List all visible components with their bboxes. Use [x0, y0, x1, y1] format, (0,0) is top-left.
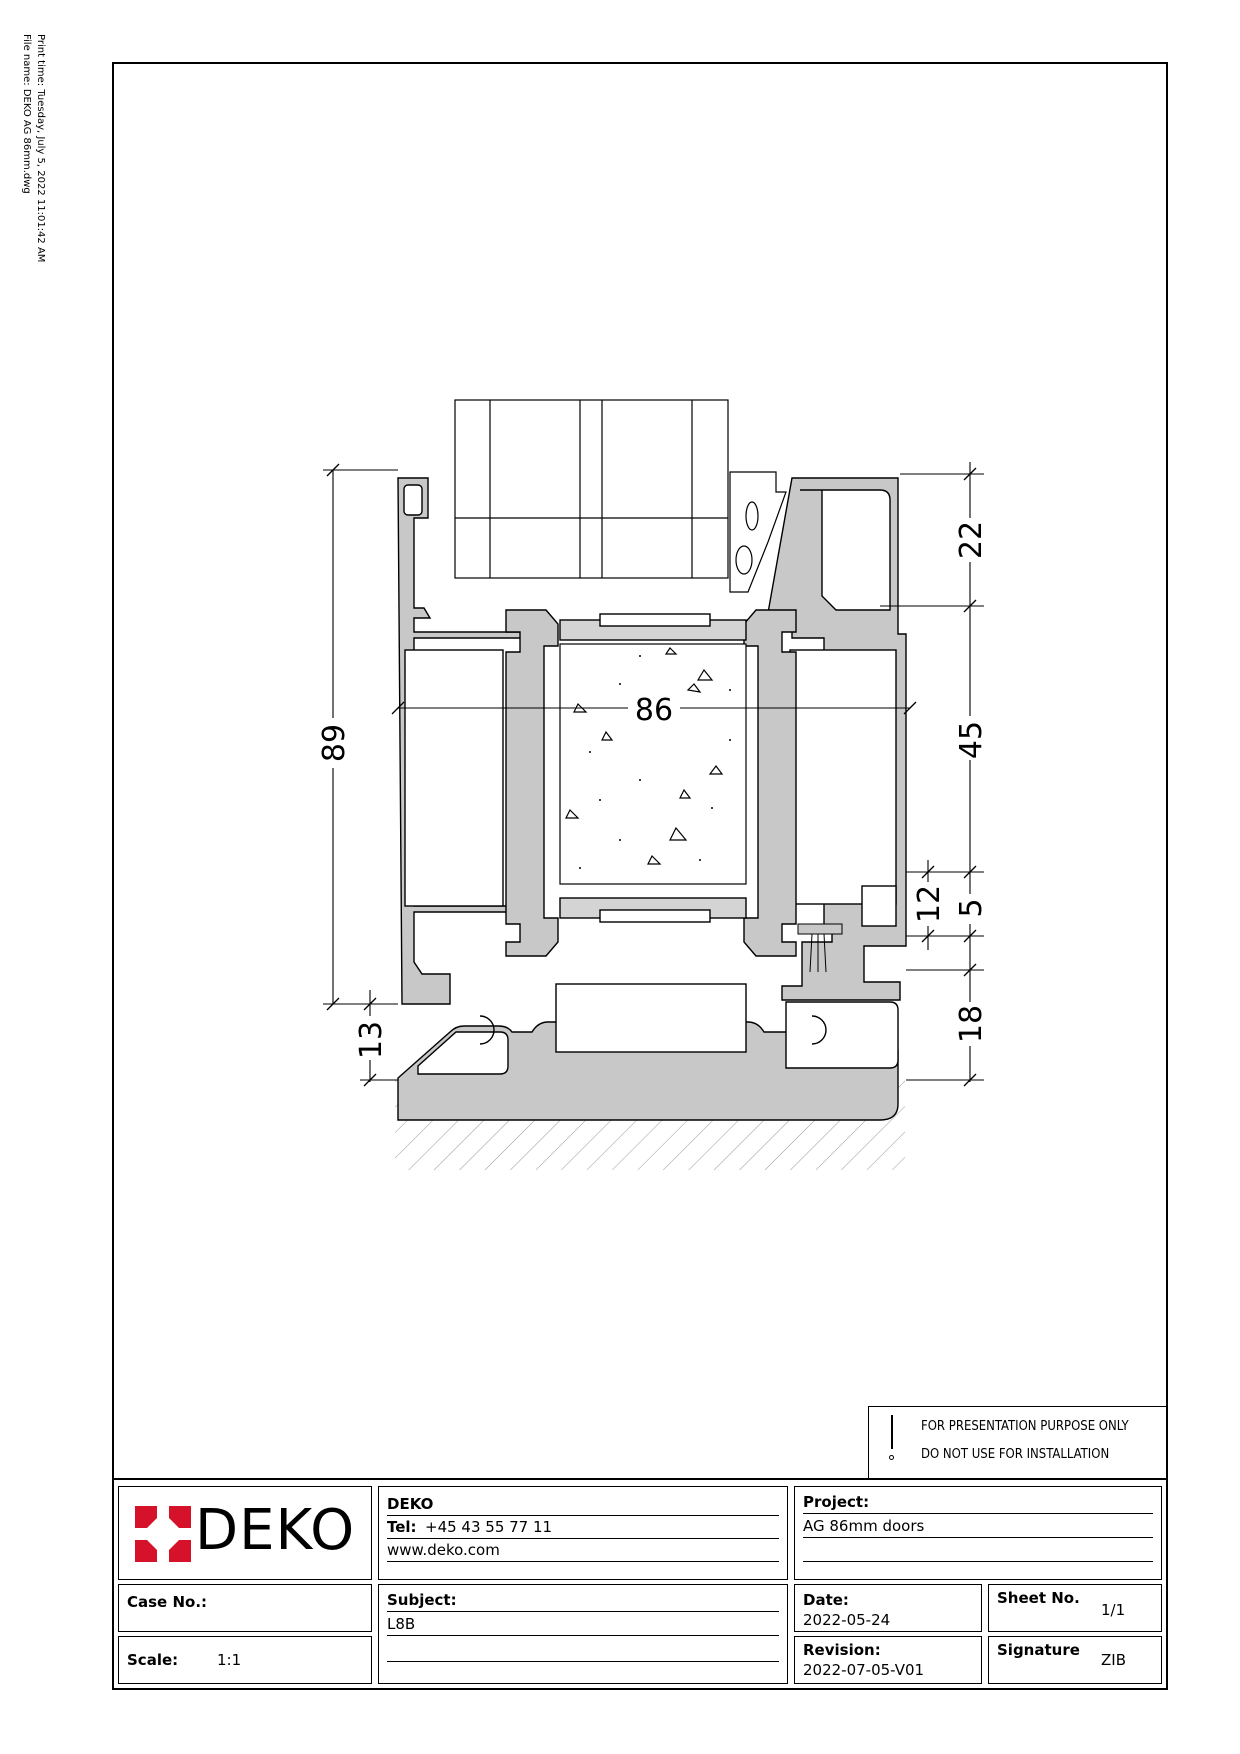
dim-89: 89	[317, 724, 352, 762]
insulation-core	[559, 643, 747, 885]
dimension-ticks	[326, 463, 977, 1087]
project-cell: Project: AG 86mm doors	[794, 1486, 1162, 1580]
glazing-wedge	[729, 471, 787, 593]
glazing-block	[454, 399, 729, 579]
company-cell: DEKO Tel: +45 43 55 77 11 www.deko.com	[378, 1486, 788, 1580]
deko-logo-icon	[135, 1506, 191, 1562]
sheet-value: 1/1	[1101, 1601, 1126, 1619]
warning-line-2: DO NOT USE FOR INSTALLATION	[921, 1447, 1110, 1462]
project-label: Project:	[803, 1493, 870, 1511]
signature-cell: Signature ZIB	[988, 1636, 1162, 1684]
sheet-cell: Sheet No. 1/1	[988, 1584, 1162, 1632]
dim-13: 13	[354, 1021, 389, 1059]
title-block: DEKO DEKO Tel: +45 43 55 77 11 www.deko.…	[112, 1478, 1168, 1690]
tel-value: +45 43 55 77 11	[425, 1518, 553, 1536]
sheet-label: Sheet No.	[997, 1589, 1080, 1607]
warning-box: FOR PRESENTATION PURPOSE ONLY DO NOT USE…	[868, 1406, 1168, 1479]
dim-22: 22	[954, 521, 989, 559]
warning-icon	[891, 1415, 893, 1449]
sheet-frame	[112, 62, 1168, 1690]
logo-cell: DEKO	[118, 1486, 372, 1580]
subject-label: Subject:	[387, 1591, 457, 1609]
dim-12: 12	[912, 885, 947, 923]
revision-label: Revision:	[803, 1641, 881, 1659]
warning-dot-icon	[889, 1455, 894, 1460]
scale-value: 1:1	[217, 1651, 242, 1669]
company-name: DEKO	[387, 1495, 434, 1513]
scale-label: Scale:	[127, 1651, 179, 1669]
dim-86: 86	[635, 693, 673, 728]
logo-text: DEKO	[195, 1498, 356, 1563]
tel-label: Tel:	[387, 1518, 417, 1536]
warning-line-1: FOR PRESENTATION PURPOSE ONLY	[921, 1419, 1129, 1434]
case-label: Case No.:	[127, 1593, 208, 1611]
revision-value: 2022-07-05-V01	[803, 1661, 925, 1679]
signature-value: ZIB	[1101, 1651, 1126, 1669]
subject-value: L8B	[387, 1615, 416, 1633]
subject-cell: Subject: L8B	[378, 1584, 788, 1684]
revision-cell: Revision: 2022-07-05-V01	[794, 1636, 982, 1684]
dim-5: 5	[954, 898, 989, 917]
date-label: Date:	[803, 1591, 849, 1609]
project-value: AG 86mm doors	[803, 1517, 925, 1535]
date-value: 2022-05-24	[803, 1611, 891, 1629]
dim-18: 18	[954, 1005, 989, 1043]
dim-45: 45	[954, 721, 989, 759]
date-cell: Date: 2022-05-24	[794, 1584, 982, 1632]
web-value: www.deko.com	[387, 1541, 500, 1559]
scale-cell: Scale: 1:1	[118, 1636, 372, 1684]
threshold-profile	[397, 983, 899, 1121]
leaf-profiles	[505, 609, 797, 957]
right-frame-profile	[765, 477, 907, 1001]
left-frame-profile	[397, 477, 529, 1005]
case-cell: Case No.:	[118, 1584, 372, 1632]
brush-seal	[797, 923, 843, 973]
signature-label: Signature	[997, 1641, 1080, 1659]
